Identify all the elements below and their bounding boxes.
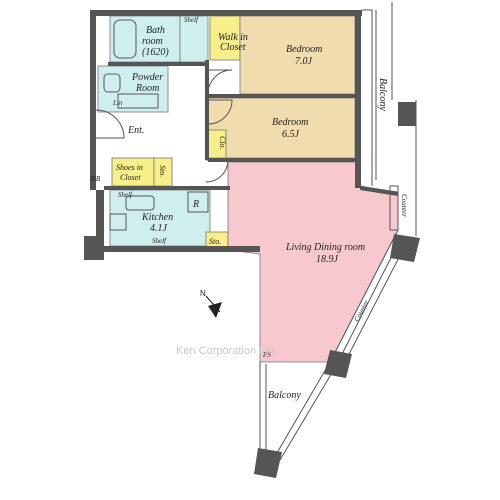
window-diagonal: [329, 229, 399, 363]
balcony-right-label: Balcony: [377, 78, 388, 111]
compass-needle: [205, 295, 221, 313]
bedroom-2-area[interactable]: [207, 97, 356, 159]
wall-left: [90, 10, 96, 190]
kitchen-sink: [125, 195, 155, 211]
closet-top-label: Closet: [220, 42, 246, 53]
balcony-bottom-rail-2: [273, 361, 331, 459]
lin-label: Lin: [112, 99, 123, 107]
toilet: [103, 73, 121, 93]
wall-left-lower: [96, 190, 104, 250]
living-size: 18.9J: [316, 254, 339, 265]
door-living[interactable]: [205, 159, 229, 183]
walk-in-label: Walk in: [218, 32, 248, 43]
kitchen-area[interactable]: [109, 189, 211, 247]
bathtub: [113, 19, 137, 59]
compass-n-label: N: [200, 289, 206, 298]
watermark: Ken Corporation Ltd.: [176, 345, 278, 357]
door-bedroom-1[interactable]: [207, 69, 233, 95]
door-bedroom-2[interactable]: [207, 99, 233, 125]
bath-size-label: (1620): [142, 47, 169, 58]
bath-room-area[interactable]: [109, 15, 181, 63]
balcony-bottom-rail-3: [279, 365, 337, 461]
ps-label: PS: [262, 351, 271, 359]
column-left-bottom: [84, 236, 104, 260]
wall-top: [96, 10, 362, 16]
shelf-top-label: Shelf: [184, 16, 199, 24]
shoes-closet-label: Closet: [120, 173, 141, 182]
wall-hall-right: [205, 60, 209, 160]
shoes-in-label: Shoes in: [116, 163, 143, 172]
living-dining-area[interactable]: [227, 161, 399, 363]
balcony-right: [362, 9, 373, 186]
compass: N: [200, 289, 222, 318]
balcony-bottom-label: Balcony: [268, 390, 301, 401]
wall-right-upper: [355, 10, 361, 188]
kitchen-label: Kitchen: [141, 212, 173, 223]
wall-bedroom2-bottom: [208, 158, 360, 162]
clo-label: Clo.: [218, 136, 227, 150]
bath-room-label: Bath: [146, 25, 165, 36]
column-top-right: [398, 102, 416, 126]
wall-kitchen-top: [104, 186, 230, 190]
bath-room-label-2: room: [142, 36, 163, 47]
sto-1-label: Sto.: [158, 165, 167, 177]
r-label: R: [192, 199, 199, 210]
column-bottom: [324, 350, 352, 378]
wall-bedroom-divider: [208, 94, 358, 98]
column-mid-right: [390, 234, 420, 262]
bedroom-2-label: Bedroom: [272, 117, 308, 128]
wall-kitchen-bottom: [104, 246, 260, 252]
compass-arrow-icon: [208, 302, 222, 318]
counter-right-fixture: [389, 185, 399, 231]
sink-powder: [117, 93, 159, 109]
bedroom-1-label: Bedroom: [286, 44, 322, 55]
powder-label: Powder: [131, 72, 163, 83]
ent-label: Ent.: [127, 125, 144, 136]
balcony-bottom: [259, 362, 277, 475]
outline-right: [391, 2, 417, 236]
bedroom-2-size: 6.5J: [282, 129, 300, 140]
window-diagonal-3: [345, 239, 409, 361]
door-entrance[interactable]: [95, 109, 125, 139]
powder-label-2: Room: [135, 83, 159, 94]
wall-living-right: [360, 186, 398, 196]
sto-2-label: Sto.: [209, 237, 221, 246]
window-diagonal-2: [337, 235, 403, 363]
bedroom-1-size: 7.0J: [295, 56, 313, 67]
counter-right-label: Counter: [400, 194, 408, 217]
stove: [109, 213, 127, 231]
shelf-bottom-label: Shelf: [152, 237, 167, 245]
living-label: Living Dining room: [285, 242, 365, 253]
column-bottom-left: [254, 448, 282, 478]
wall-bath-bottom: [108, 62, 208, 66]
shelf-area-top: [179, 15, 209, 63]
fridge: [187, 191, 209, 213]
shelf-mid-label: Shelf: [118, 191, 133, 199]
mb-label: MB: [89, 175, 101, 183]
bedroom-1-area[interactable]: [239, 15, 356, 95]
kitchen-size: 4.1J: [150, 223, 168, 234]
